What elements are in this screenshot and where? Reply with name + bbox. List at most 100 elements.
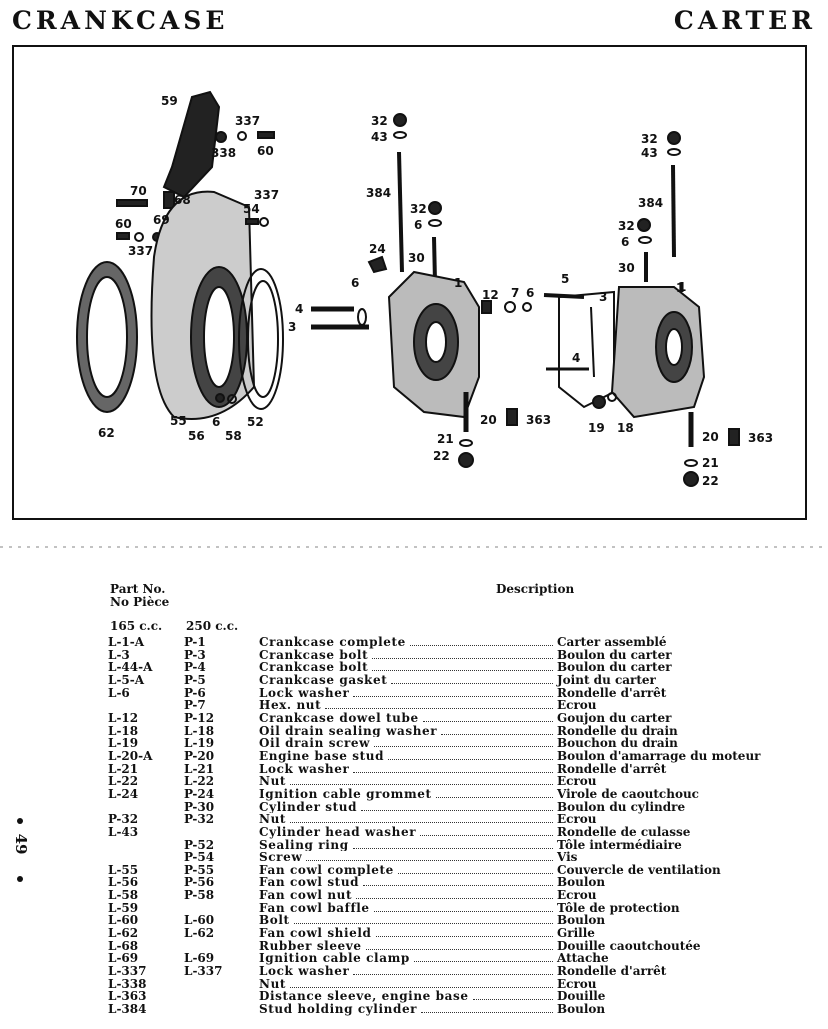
callout-32-b: 32 bbox=[410, 202, 427, 216]
part-nut-32-c bbox=[667, 131, 681, 145]
part-grommet-24 bbox=[367, 255, 388, 274]
leader-dots bbox=[373, 902, 553, 912]
header-part-number: Part No. No Pièce bbox=[110, 583, 169, 609]
description-fr: Rondelle de culasse bbox=[557, 824, 691, 839]
part-number-165: L-6 bbox=[108, 685, 130, 700]
callout-3: 3 bbox=[288, 320, 296, 334]
callout-4-b: 4 bbox=[572, 351, 580, 365]
part-number-250 bbox=[184, 826, 259, 839]
callout-30: 30 bbox=[408, 251, 425, 265]
description-en: Fan cowl nut bbox=[259, 889, 557, 902]
description-fr: Grille bbox=[557, 926, 595, 941]
part-number-165: L-60 bbox=[108, 913, 139, 928]
description-en: Lock washer bbox=[259, 687, 557, 700]
description-fr: Carter assemblé bbox=[557, 635, 667, 649]
part-number-165: L-24 bbox=[108, 786, 139, 801]
callout-363: 363 bbox=[526, 413, 551, 427]
part-number-250: L-21 bbox=[184, 761, 215, 776]
part-number-250: P-56 bbox=[184, 875, 215, 890]
part-number-250: P-5 bbox=[184, 672, 206, 687]
description-en-text: Oil drain screw bbox=[259, 737, 371, 750]
part-number-250: L-22 bbox=[184, 774, 215, 789]
callout-21: 21 bbox=[437, 432, 454, 446]
description-en: Screw bbox=[259, 851, 557, 864]
callout-7: 7 bbox=[511, 286, 519, 300]
part-crankcase-gasket bbox=[558, 290, 615, 409]
leader-dots bbox=[372, 649, 553, 659]
part-bolt-3-b bbox=[543, 293, 585, 299]
part-number-165: L-363 bbox=[108, 989, 147, 1004]
part-nut-32-d bbox=[637, 218, 651, 232]
description-fr: Bouchon du drain bbox=[557, 736, 678, 751]
callout-59: 59 bbox=[161, 94, 178, 108]
part-number-250: P-7 bbox=[184, 698, 206, 713]
callout-22-b: 22 bbox=[702, 474, 719, 488]
callout-69: 69 bbox=[153, 213, 170, 227]
part-number-165: P-32 bbox=[108, 812, 139, 827]
part-number-250: P-52 bbox=[184, 837, 215, 852]
description-en: Ignition cable clamp bbox=[259, 952, 557, 965]
callout-337-b: 337 bbox=[254, 188, 279, 202]
callout-384: 384 bbox=[366, 186, 391, 200]
leader-dots bbox=[372, 661, 553, 672]
part-bolt-60 bbox=[257, 131, 275, 139]
callout-363-b: 363 bbox=[748, 431, 773, 445]
description-en-text: Oil drain sealing washer bbox=[259, 724, 438, 738]
part-dowel-tube bbox=[481, 300, 492, 314]
callout-68: 68 bbox=[174, 193, 191, 207]
description-fr: Ecrou bbox=[557, 774, 597, 789]
part-washer-7 bbox=[504, 301, 516, 313]
part-sleeve-68 bbox=[163, 191, 175, 209]
description-en-text: Fan cowl nut bbox=[259, 889, 353, 902]
part-number-165: L-55 bbox=[108, 862, 139, 877]
part-washer-6-d bbox=[638, 236, 652, 244]
callout-32-c: 32 bbox=[641, 132, 658, 146]
description-fr: Boulon bbox=[557, 1002, 606, 1017]
leader-dots bbox=[363, 876, 553, 887]
leader-dots bbox=[325, 699, 553, 710]
leader-dots bbox=[397, 864, 553, 874]
callout-56: 56 bbox=[188, 429, 205, 443]
part-washer-6-c bbox=[522, 302, 532, 312]
description-en-text: Cylinder head washer bbox=[259, 825, 417, 839]
description-fr: Tôle intermédiaire bbox=[557, 837, 682, 852]
header-part-number-en: Part No. bbox=[110, 582, 166, 596]
header-165cc: 165 c.c. bbox=[110, 619, 163, 633]
description-fr: Virole de caoutchouc bbox=[557, 786, 699, 801]
part-number-165: L-338 bbox=[108, 976, 147, 991]
callout-43-c: 43 bbox=[641, 146, 658, 160]
part-lock-washer-6 bbox=[357, 308, 367, 326]
part-clamp-70 bbox=[116, 199, 148, 207]
part-number-165: L-337 bbox=[108, 964, 147, 979]
callout-55: 55 bbox=[170, 414, 187, 428]
part-washer-21-b bbox=[684, 459, 698, 467]
part-number-250 bbox=[184, 990, 259, 1003]
description-en-text: Crankcase dowel tube bbox=[259, 711, 419, 725]
description-fr: Vis bbox=[557, 850, 578, 865]
part-number-250: L-60 bbox=[184, 913, 215, 928]
description-en-text: Screw bbox=[259, 851, 303, 864]
part-number-165: L-68 bbox=[108, 938, 139, 953]
description-fr: Attache bbox=[557, 951, 609, 966]
callout-1: 1 bbox=[454, 276, 462, 290]
description-en: Lock washer bbox=[259, 965, 557, 978]
leader-dots bbox=[420, 826, 553, 836]
part-bolt-60-left bbox=[116, 232, 130, 240]
description-en: Hex. nut bbox=[259, 699, 557, 712]
description-fr: Boulon bbox=[557, 875, 606, 890]
part-number-165: L-5-A bbox=[108, 672, 145, 687]
exploded-diagram: 59 337 338 60 70 68 337 54 60 69 337 62 … bbox=[12, 45, 807, 520]
leader-dots bbox=[391, 674, 553, 684]
part-washer-337-left bbox=[134, 232, 144, 242]
part-number-165: L-69 bbox=[108, 951, 139, 966]
